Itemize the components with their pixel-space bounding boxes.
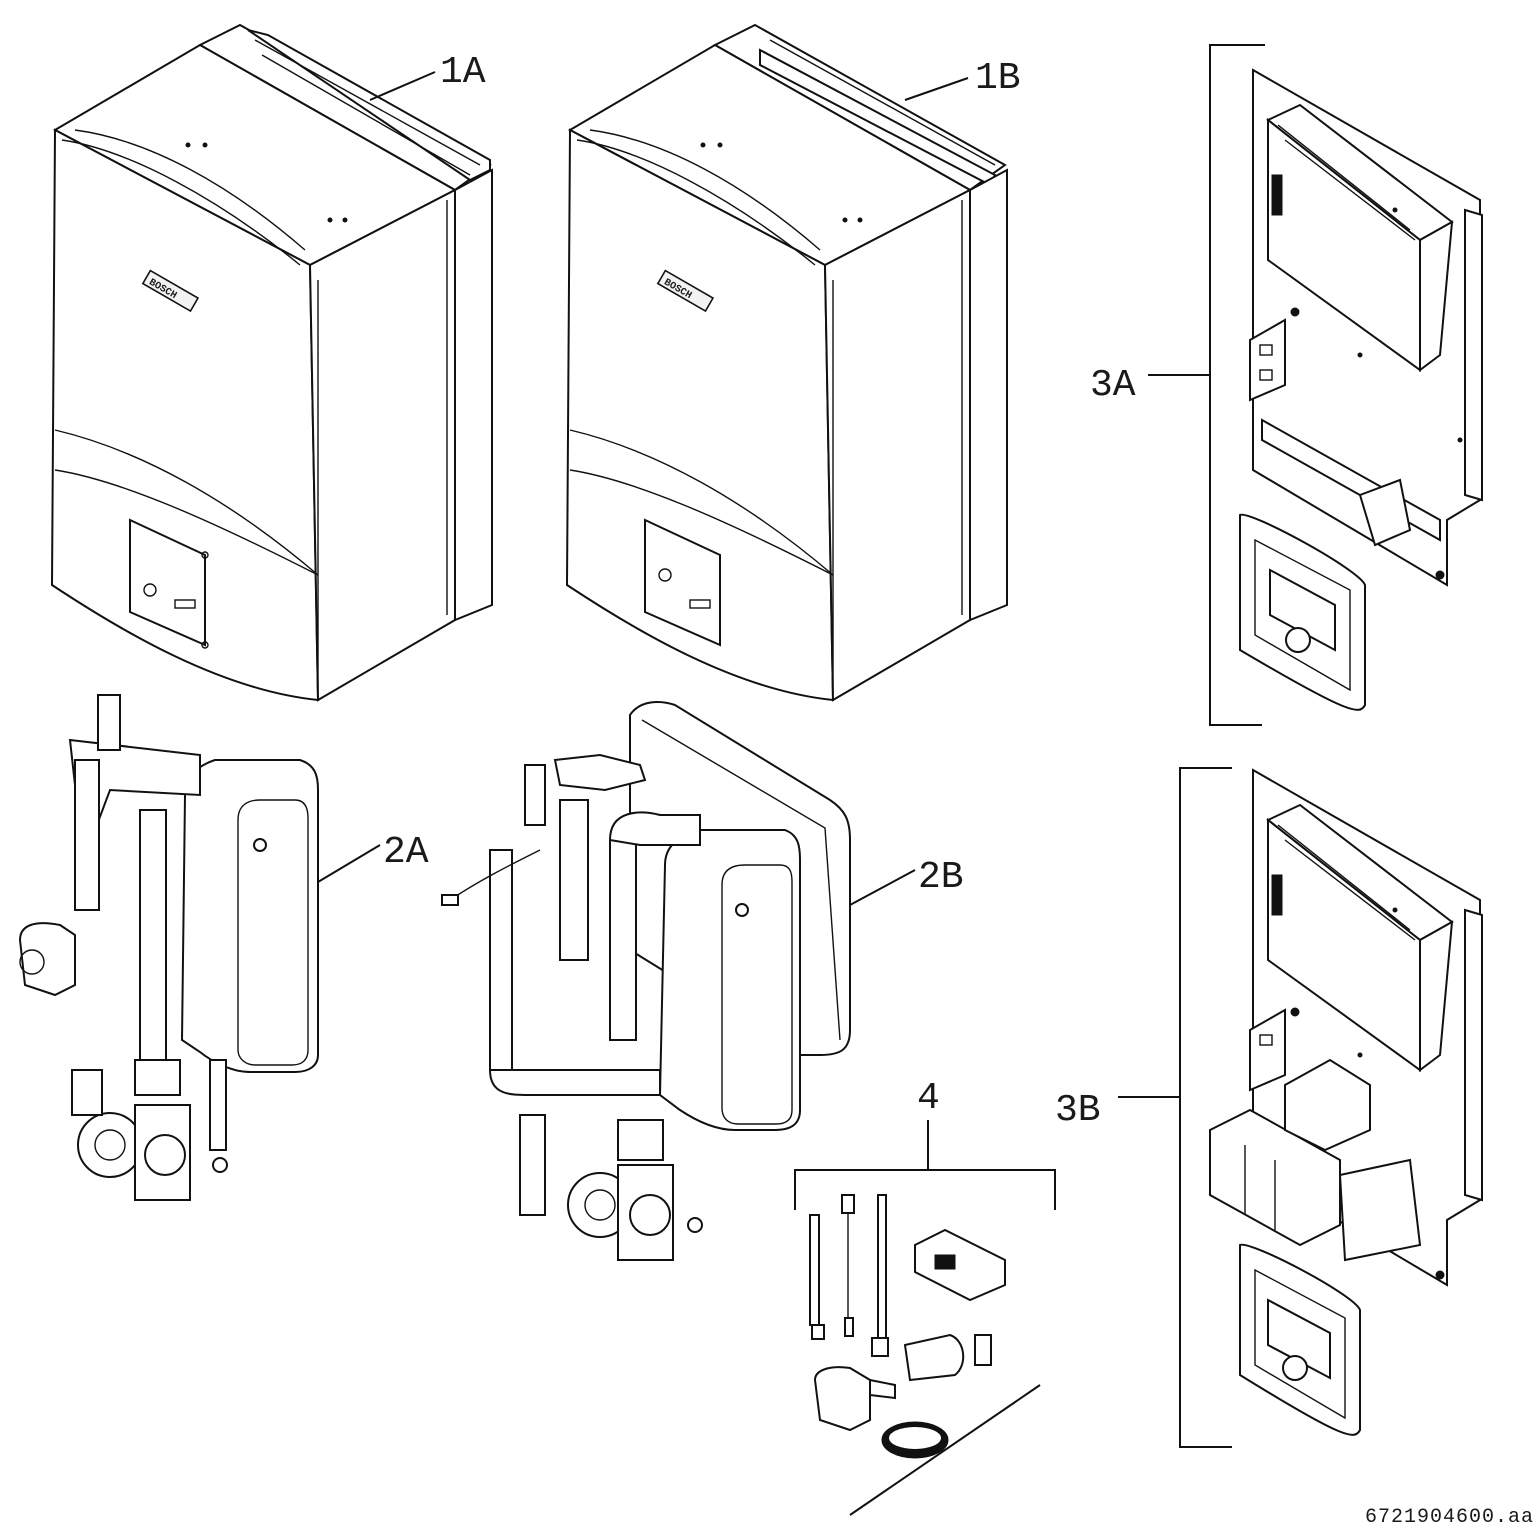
bracket-4 [794,1120,1056,1210]
bracket-3a [1209,44,1265,726]
boiler-unit-1b: BOSCH [565,23,1008,702]
callout-2b: 2B [918,856,964,899]
callout-line-1a [369,71,436,101]
callout-3a: 3A [1090,364,1136,407]
hydraulic-module-2b [441,701,851,1261]
callout-2a: 2A [383,831,429,874]
callout-line-2b [849,869,916,906]
boiler-unit-1a: BOSCH [50,23,493,702]
bracket-3b [1179,767,1232,1448]
callout-1a: 1A [440,51,486,94]
callout-4: 4 [917,1077,940,1120]
drawing-reference-code: 6721904600.aa [1365,1506,1534,1529]
callout-line-2a [317,844,381,883]
callout-line-1b [904,77,969,101]
callout-3b: 3B [1055,1089,1101,1132]
control-panel-3a [1239,68,1483,711]
accessory-kit [809,1194,1041,1516]
control-panel-3b [1209,768,1483,1436]
hmi-display-3b [1239,1243,1361,1436]
callout-1b: 1B [975,57,1021,100]
hmi-display-3a [1239,513,1366,711]
hydraulic-module-2a [18,694,319,1201]
